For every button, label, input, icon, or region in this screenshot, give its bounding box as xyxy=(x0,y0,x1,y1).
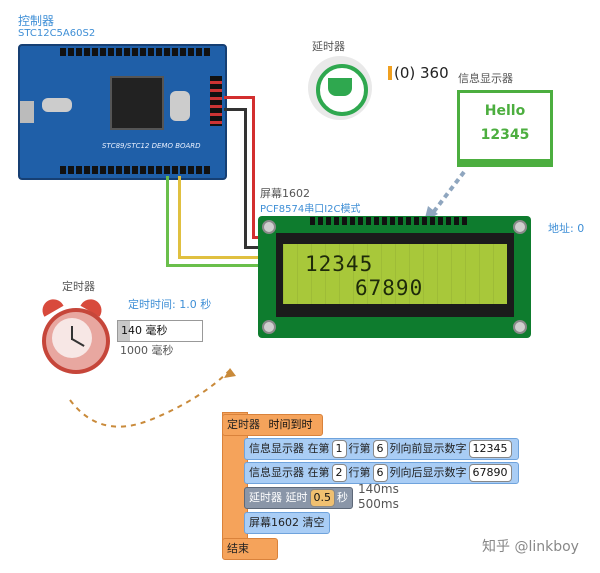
delay-block-device: 延时器 xyxy=(249,491,282,504)
clear-block-device: 屏幕1602 xyxy=(249,516,299,529)
info-display-line2: 12345 xyxy=(480,127,530,143)
screen-subtitle: PCF8574串口I2C模式 xyxy=(260,204,361,215)
row1-line-input[interactable]: 1 xyxy=(331,440,347,458)
capacitor xyxy=(170,91,190,121)
wire-green-v xyxy=(166,176,169,266)
board-text: STC89/STC12 DEMO BOARD xyxy=(102,142,201,150)
info-display-label: 信息显示器 xyxy=(458,72,513,85)
event-block-part1: 定时器 xyxy=(227,418,260,431)
info-display-line1: Hello xyxy=(484,103,526,119)
wire-red-h xyxy=(224,96,254,99)
watermark: 知乎 @linkboy xyxy=(482,539,579,555)
event-block[interactable]: 定时器 时间到时 xyxy=(222,414,323,436)
controller-model: STC12C5A60S2 xyxy=(18,28,96,39)
row1-value-input[interactable]: 12345 xyxy=(468,440,512,458)
row2-value-input[interactable]: 67890 xyxy=(468,464,512,482)
bottom-pin-header xyxy=(60,166,210,174)
delay-label: 延时器 xyxy=(312,40,345,53)
row2-device: 信息显示器 xyxy=(249,466,304,479)
wire-black-v xyxy=(244,108,247,248)
delay-indicator xyxy=(388,66,392,80)
lcd-line1: 12345 xyxy=(305,252,374,276)
timer-label: 定时器 xyxy=(62,280,95,293)
row2-row-word: 行第 xyxy=(348,466,371,479)
row1-col-input[interactable]: 6 xyxy=(372,440,388,458)
controller-board[interactable]: STC89/STC12 DEMO BOARD xyxy=(18,44,227,180)
delay-state: (0) 360 xyxy=(394,64,449,82)
usb-port xyxy=(20,101,34,123)
delay-block-verb: 延时 xyxy=(285,491,308,504)
lcd-header-pins xyxy=(310,217,470,225)
delay-elapsed: 140ms xyxy=(358,482,399,496)
row2-action: 列向后显示数字 xyxy=(389,466,467,479)
row2-col-input[interactable]: 6 xyxy=(372,464,388,482)
row2-line-input[interactable]: 2 xyxy=(331,464,347,482)
delay-icon[interactable] xyxy=(308,56,372,120)
mcu-chip xyxy=(110,76,164,130)
connector-dashed-curve xyxy=(69,368,236,428)
crystal xyxy=(42,98,72,112)
wire-black-h xyxy=(224,108,246,111)
timer-current: 140 毫秒 xyxy=(121,324,168,337)
row2-at: 在第 xyxy=(307,466,330,479)
timer-progress-fill xyxy=(118,321,130,341)
controller-label: 控制器 xyxy=(18,14,55,28)
lcd-line2: 67890 xyxy=(355,276,424,300)
row1-action: 列向前显示数字 xyxy=(389,442,467,455)
wire-green-h xyxy=(166,264,264,267)
screen-clear-block[interactable]: 屏幕1602 清空 xyxy=(244,512,330,534)
delay-block-value-input[interactable]: 0.5 xyxy=(309,489,335,507)
event-block-part2: 时间到时 xyxy=(265,417,316,433)
delay-total: 500ms xyxy=(358,497,399,511)
timer-interval: 定时时间: 1.0 秒 xyxy=(128,298,212,311)
row1-device: 信息显示器 xyxy=(249,442,304,455)
wire-yellow-h xyxy=(178,256,264,259)
delay-block-unit: 秒 xyxy=(337,491,348,504)
wire-red-v xyxy=(252,96,255,236)
info-display[interactable]: Hello 12345 xyxy=(457,90,553,167)
screen-label: 屏幕1602 xyxy=(260,187,310,200)
lcd-screen: 12345 67890 xyxy=(283,244,507,304)
screen-address: 地址: 0 xyxy=(548,222,585,235)
row1-row-word: 行第 xyxy=(348,442,371,455)
wire-black-end xyxy=(244,246,264,249)
timer-total: 1000 毫秒 xyxy=(120,344,174,357)
top-pin-header xyxy=(60,48,210,56)
row1-at: 在第 xyxy=(307,442,330,455)
timer-progress-field: 140 毫秒 xyxy=(117,320,203,342)
wire-yellow-v xyxy=(178,176,181,256)
end-block[interactable]: 结束 xyxy=(222,538,278,560)
clear-block-action: 清空 xyxy=(302,516,325,529)
alarm-clock-icon[interactable] xyxy=(36,295,110,374)
side-pin-header xyxy=(210,76,222,126)
